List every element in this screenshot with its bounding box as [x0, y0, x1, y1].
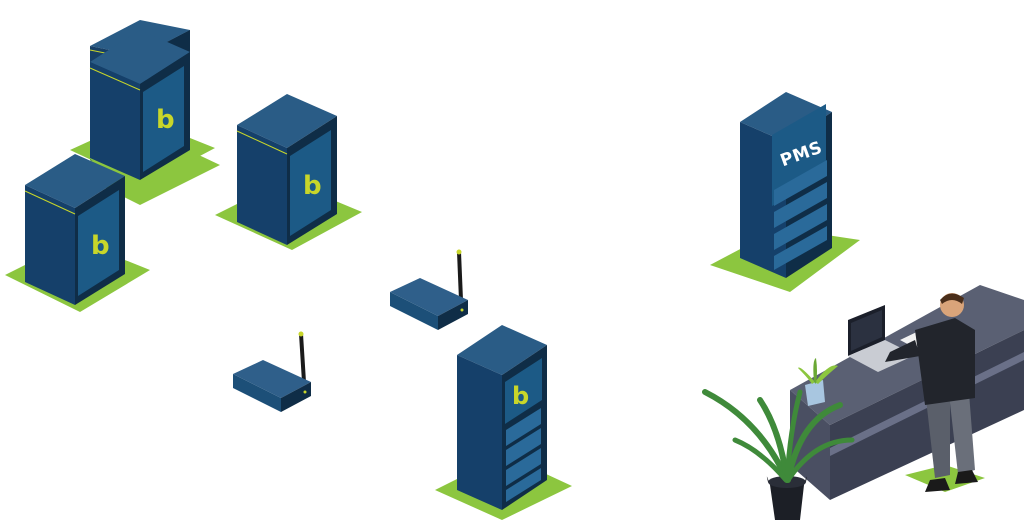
floor-plant-icon [702, 389, 855, 520]
access-point-1 [390, 249, 468, 330]
receptionist-figure [885, 293, 985, 492]
locker-cabinet-2: b [215, 94, 362, 250]
front-desk [790, 285, 1024, 500]
cabinet-logo-icon: b [156, 105, 175, 135]
cabinet-logo-icon: b [303, 171, 322, 201]
access-point-2 [233, 331, 311, 412]
pms-drive-bays [774, 160, 827, 270]
locker-cabinet-1: b [70, 30, 215, 185]
server-logo-icon: b [512, 382, 529, 410]
small-plant-icon [798, 358, 838, 406]
laptop-icon [848, 305, 915, 372]
pms-server: PMS [710, 92, 860, 292]
server-drive-bays [506, 408, 541, 502]
locker-cabinet-3: b [5, 154, 150, 312]
main-server: b [435, 325, 572, 520]
cabinet-logo-icon: b [91, 231, 110, 261]
